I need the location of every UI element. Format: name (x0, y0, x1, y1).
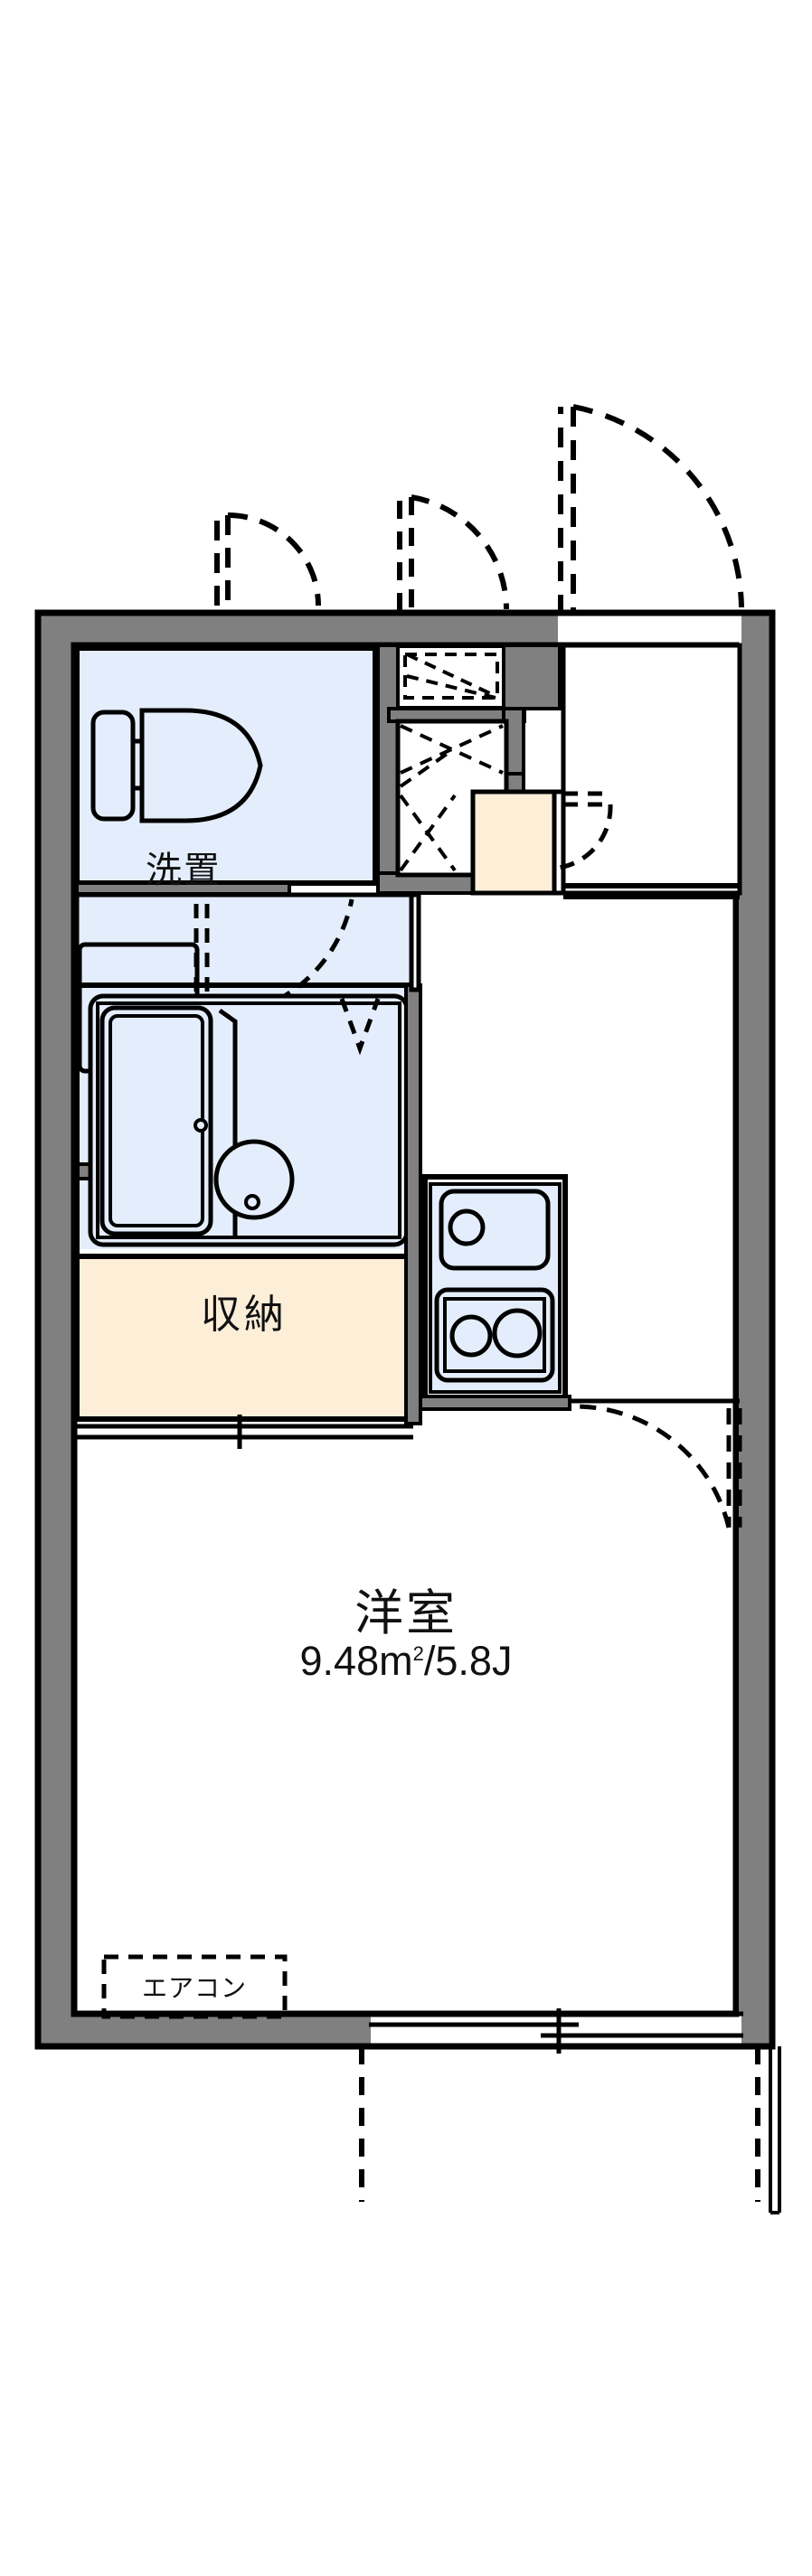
closet-hall-door[interactable] (558, 791, 613, 870)
toilet-room (74, 512, 378, 886)
sink-fixture (439, 1189, 551, 1271)
door-swing-arcs (397, 404, 744, 1528)
outer-walls (34, 609, 776, 2050)
toilet-fixture (90, 708, 263, 823)
washbasin-fixture (213, 1008, 295, 1238)
genkan-hatch (399, 724, 504, 872)
toilet-swing-door[interactable] (214, 512, 321, 606)
closet-sliding-door[interactable] (77, 1415, 413, 1449)
aircon-marker (101, 1954, 288, 2019)
balcony-sliding-window[interactable] (359, 2008, 781, 2214)
kitchen (419, 1174, 571, 1411)
room-swing-door[interactable] (570, 1398, 742, 1528)
shoe-box (393, 643, 509, 711)
bath-folding-door[interactable] (339, 998, 381, 1056)
upper-sliding-window[interactable] (397, 494, 509, 611)
unit-bath (74, 982, 416, 1259)
entrance-genkan (376, 643, 566, 896)
entrance-swing-door[interactable] (558, 404, 744, 615)
closet (74, 1254, 416, 1449)
hallway (561, 643, 742, 899)
two-burner-stove-fixture (434, 1287, 555, 1383)
bathtub-fixture (99, 1005, 213, 1236)
